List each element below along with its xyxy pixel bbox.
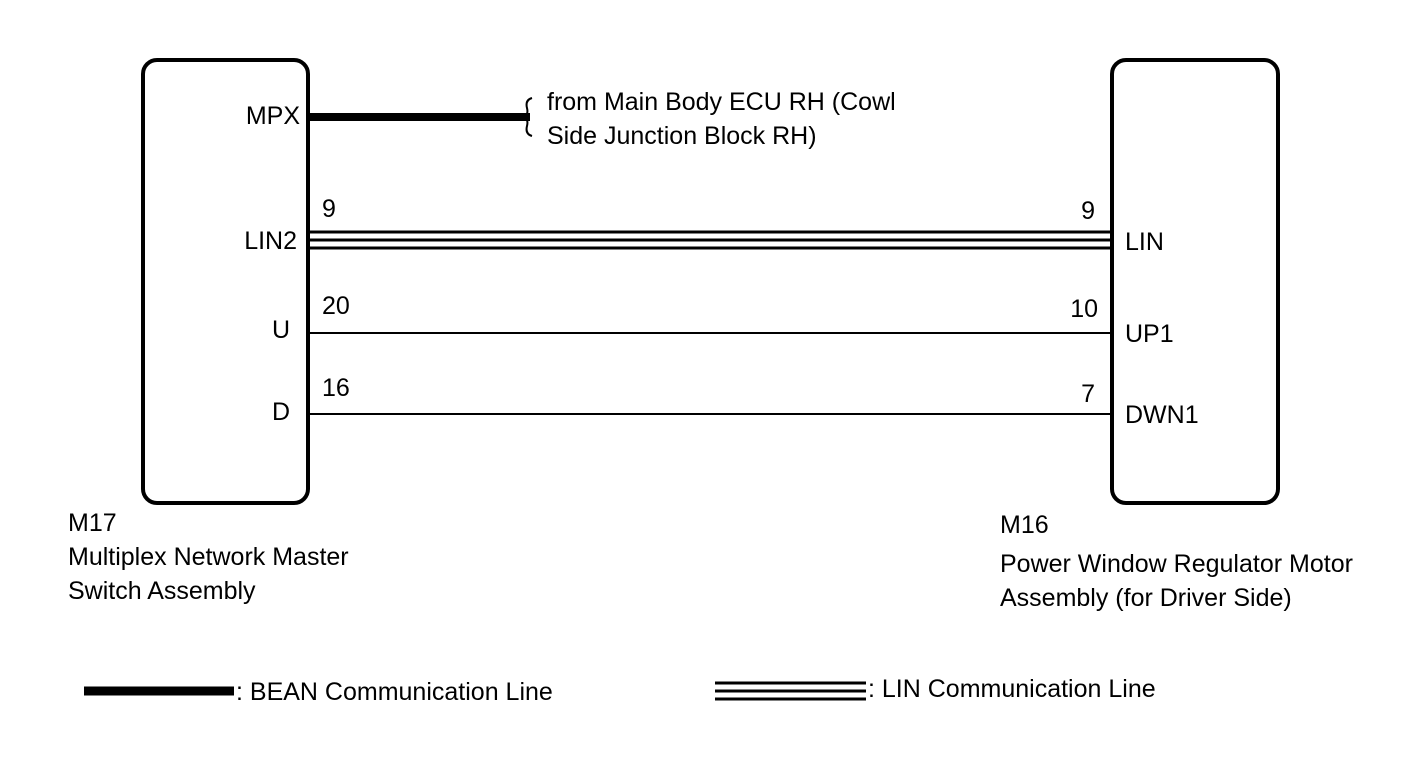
m16-component-box: [1110, 58, 1280, 505]
legend-lin-symbol: [715, 681, 866, 701]
m16-name-line1: Power Window Regulator Motor: [1000, 550, 1353, 578]
pin-label-mpx: MPX: [245, 102, 300, 130]
m17-name-line2: Switch Assembly: [68, 577, 256, 605]
m17-component-box: [141, 58, 310, 505]
m16-code: M16: [1000, 511, 1049, 539]
pin-number-d: 16: [322, 374, 350, 402]
legend-bean-label: : BEAN Communication Line: [236, 678, 553, 706]
pin-number-up1: 10: [1070, 295, 1098, 323]
pin-number-lin: 9: [1081, 197, 1095, 225]
m17-name-line1: Multiplex Network Master: [68, 543, 349, 571]
pin-label-lin: LIN: [1125, 228, 1164, 256]
mpx-destination-line1: from Main Body ECU RH (Cowl: [547, 88, 896, 116]
pin-number-u: 20: [322, 292, 350, 320]
pin-label-u: U: [271, 316, 290, 344]
mpx-continuation-bracket: [521, 97, 533, 137]
pin-label-lin2: LIN2: [244, 227, 297, 255]
legend-lin-label: : LIN Communication Line: [868, 675, 1156, 703]
pin-number-lin2: 9: [322, 195, 336, 223]
mpx-destination-line2: Side Junction Block RH): [547, 122, 817, 150]
m16-name-line2: Assembly (for Driver Side): [1000, 584, 1292, 612]
pin-label-d: D: [271, 398, 290, 426]
lin-communication-wire: [308, 230, 1112, 250]
pin-label-dwn1: DWN1: [1125, 401, 1199, 429]
mpx-destination-note: from Main Body ECU RH (Cowl Side Junctio…: [547, 85, 896, 153]
pin-number-dwn1: 7: [1081, 380, 1095, 408]
m16-caption: M16 Power Window Regulator Motor Assembl…: [1000, 508, 1353, 615]
m17-caption: M17 Multiplex Network Master Switch Asse…: [68, 506, 349, 608]
m17-code: M17: [68, 509, 117, 537]
pin-label-up1: UP1: [1125, 320, 1174, 348]
